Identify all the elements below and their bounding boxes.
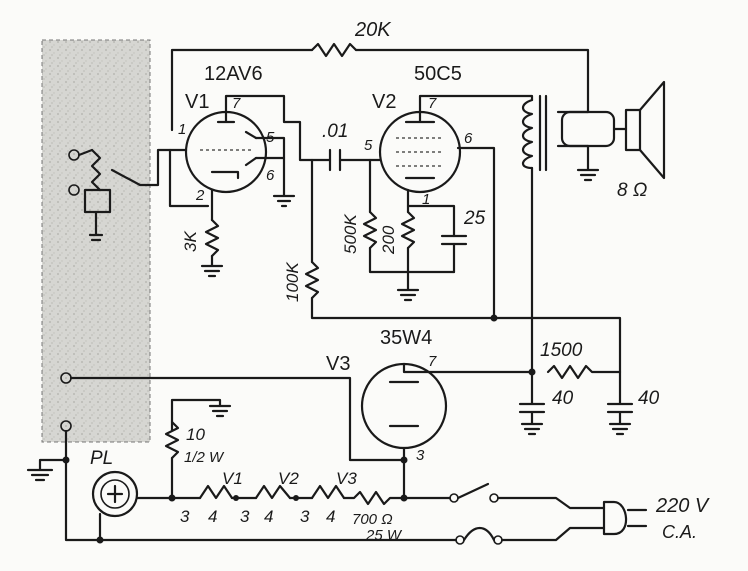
- capacitor-40-a: [518, 370, 546, 436]
- label-40-a: 40: [552, 388, 574, 409]
- v3-ref-label: V3: [326, 353, 350, 375]
- fuse: [462, 526, 496, 542]
- heater-v1: [198, 484, 234, 500]
- v3-type-label: 35W4: [380, 327, 432, 349]
- heater-label-v2: V2: [278, 469, 299, 488]
- v1-pin-1: 1: [178, 121, 186, 138]
- resistor-700: [342, 490, 406, 506]
- heater-label-v1: V1: [222, 469, 243, 488]
- v2-tube: [378, 110, 462, 194]
- label-pl: PL: [90, 448, 113, 469]
- label-half-watt: 1/2 W: [184, 449, 225, 466]
- label-20k: 20K: [354, 19, 392, 41]
- speaker: [624, 80, 666, 180]
- v3-pin-3: 3: [416, 447, 425, 464]
- heater-pin-f: 4: [326, 507, 335, 526]
- input-jack-bottom: [68, 184, 80, 196]
- power-switch: [456, 482, 490, 500]
- mains-plug: [602, 500, 648, 536]
- heater-v3: [310, 484, 346, 500]
- v2-pin-7: 7: [428, 95, 437, 112]
- resistor-500k: [362, 210, 378, 250]
- resistor-200: [400, 210, 416, 250]
- v1-type-label: 12AV6: [204, 63, 263, 85]
- capacitor-25: [440, 234, 468, 274]
- label-25: 25: [463, 208, 486, 229]
- label-40-b: 40: [638, 388, 660, 409]
- power-switch-contact: [449, 493, 459, 503]
- capacitor-40-b: [606, 370, 634, 436]
- heater-pin-d: 4: [264, 507, 273, 526]
- v2-pin-1: 1: [422, 191, 430, 208]
- label-speaker: 8 Ω: [617, 180, 647, 201]
- label-c01: .01: [322, 121, 348, 142]
- v1-tube: [184, 110, 268, 194]
- resistor-10: [164, 420, 180, 460]
- v2-pin-5: 5: [364, 137, 373, 154]
- label-25w: 25 W: [365, 527, 403, 544]
- v1-ref-label: V1: [185, 91, 209, 113]
- resistor-20k: [310, 42, 358, 58]
- heater-pin-e: 3: [300, 507, 310, 526]
- label-ca: C.A.: [662, 522, 697, 542]
- v2-pin-6: 6: [464, 130, 473, 147]
- label-10: 10: [186, 425, 205, 444]
- speaker-coupling: [560, 110, 616, 148]
- pilot-lamp: [91, 470, 139, 518]
- v1-pin-7: 7: [232, 95, 241, 112]
- resistor-100k: [304, 260, 320, 300]
- v3-pin-7: 7: [428, 353, 437, 370]
- label-500k: 500K: [341, 214, 360, 254]
- label-200: 200: [379, 225, 398, 255]
- label-100k: 100K: [283, 262, 302, 302]
- label-1500: 1500: [540, 340, 583, 361]
- label-3k: 3K: [181, 231, 200, 252]
- v2-type-label: 50C5: [414, 63, 462, 85]
- volume-control: [83, 148, 172, 242]
- resistor-3k: [204, 218, 220, 258]
- input-jack-top: [68, 148, 94, 161]
- resistor-1500: [546, 364, 622, 380]
- label-700: 700 Ω: [352, 511, 393, 528]
- v3-tube: [360, 362, 448, 450]
- v2-ref-label: V2: [372, 91, 396, 113]
- capacitor-01: [328, 148, 372, 172]
- heater-v2: [254, 484, 292, 500]
- label-220v: 220 V: [655, 495, 710, 517]
- heater-pin-a: 3: [180, 507, 190, 526]
- v1-pin-2: 2: [195, 187, 205, 204]
- heater-label-v3: V3: [336, 469, 357, 488]
- heater-pin-b: 4: [208, 507, 217, 526]
- v1-pin-6: 6: [266, 167, 275, 184]
- output-transformer: [521, 94, 590, 172]
- heater-pin-c: 3: [240, 507, 250, 526]
